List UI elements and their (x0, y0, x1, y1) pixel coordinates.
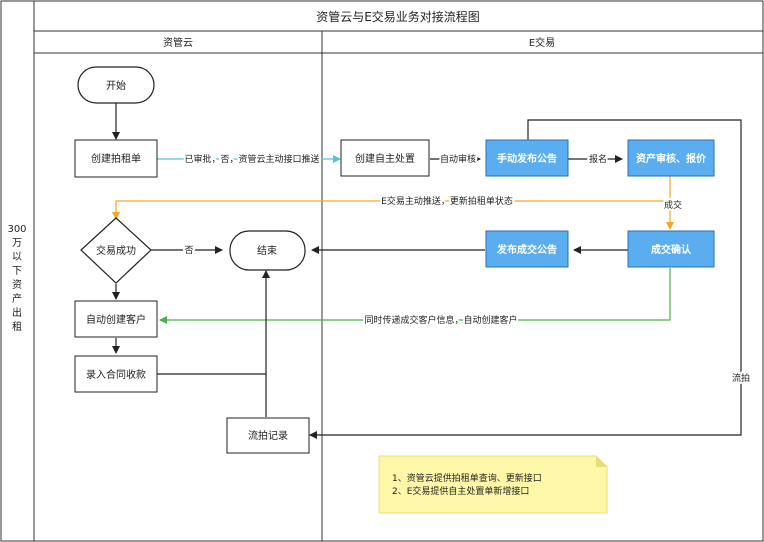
node-auto-customer: 自动创建客户 (74, 300, 158, 338)
label-auto-review: 自动审核 (440, 153, 476, 165)
node-end: 结束 (229, 230, 306, 271)
svg-text:开始: 开始 (106, 79, 126, 92)
node-record-contract: 录入合同收款 (74, 355, 158, 393)
edge-failed-loop (309, 119, 742, 439)
svg-text:创建拍租单: 创建拍租单 (91, 152, 141, 165)
node-manual-publish: 手动发布公告 (485, 139, 569, 177)
label-deal: 成交 (664, 199, 682, 211)
svg-text:租: 租 (12, 320, 22, 333)
node-failed-record: 流拍记录 (226, 417, 310, 454)
svg-text:结束: 结束 (257, 244, 277, 257)
svg-text:自动创建客户: 自动创建客户 (86, 313, 146, 326)
edge-contract-to-end (157, 270, 270, 375)
node-deal-confirm: 成交确认 (627, 230, 715, 268)
label-sync-customer: 同时传递成交客户信息，自动创建客户 (364, 314, 517, 326)
diagram-title: 资管云与E交易业务对接流程图 (316, 9, 480, 24)
node-trade-success: 交易成功 (80, 217, 152, 284)
side-label: 300 万 以 下 资 产 出 租 (7, 224, 26, 333)
svg-text:下: 下 (12, 266, 22, 277)
label-signup: 报名 (589, 153, 607, 165)
node-start: 开始 (77, 66, 155, 104)
svg-text:资: 资 (12, 279, 22, 291)
note-line-1: 1、资管云提供拍租单查询、更新接口 (392, 472, 542, 484)
label-no: 否 (184, 245, 193, 256)
svg-text:流拍记录: 流拍记录 (248, 429, 288, 442)
svg-text:出: 出 (12, 306, 22, 319)
svg-text:资产审核、报价: 资产审核、报价 (636, 152, 707, 165)
svg-text:成交确认: 成交确认 (651, 243, 692, 256)
node-publish-deal: 发布成交公告 (485, 230, 569, 268)
node-create-lease: 创建拍租单 (74, 139, 158, 178)
label-failed: 流拍 (732, 372, 750, 384)
svg-text:300: 300 (7, 224, 26, 235)
note-line-2: 2、E交易提供自主处置单新增接口 (392, 485, 529, 497)
svg-text:以: 以 (12, 252, 22, 263)
node-create-self: 创建自主处置 (340, 139, 430, 177)
node-asset-review: 资产审核、报价 (627, 139, 715, 177)
svg-text:交易成功: 交易成功 (96, 244, 136, 257)
svg-text:录入合同收款: 录入合同收款 (86, 368, 146, 381)
edge-sync-customer (159, 268, 671, 324)
svg-text:手动发布公告: 手动发布公告 (497, 152, 557, 165)
svg-text:创建自主处置: 创建自主处置 (355, 152, 415, 165)
note: 1、资管云提供拍租单查询、更新接口 2、E交易提供自主处置单新增接口 (378, 455, 608, 514)
svg-text:万: 万 (12, 238, 22, 249)
label-e-push-update: E交易主动推送，更新拍租单状态 (381, 195, 513, 207)
svg-text:发布成交公告: 发布成交公告 (496, 243, 557, 256)
svg-text:产: 产 (12, 292, 22, 305)
lane-header-right: E交易 (529, 36, 555, 49)
edge-push-update (112, 200, 670, 220)
label-approved-push: 已审批，否，资管云主动接口推送 (184, 153, 319, 165)
lane-header-left: 资管云 (163, 36, 193, 49)
